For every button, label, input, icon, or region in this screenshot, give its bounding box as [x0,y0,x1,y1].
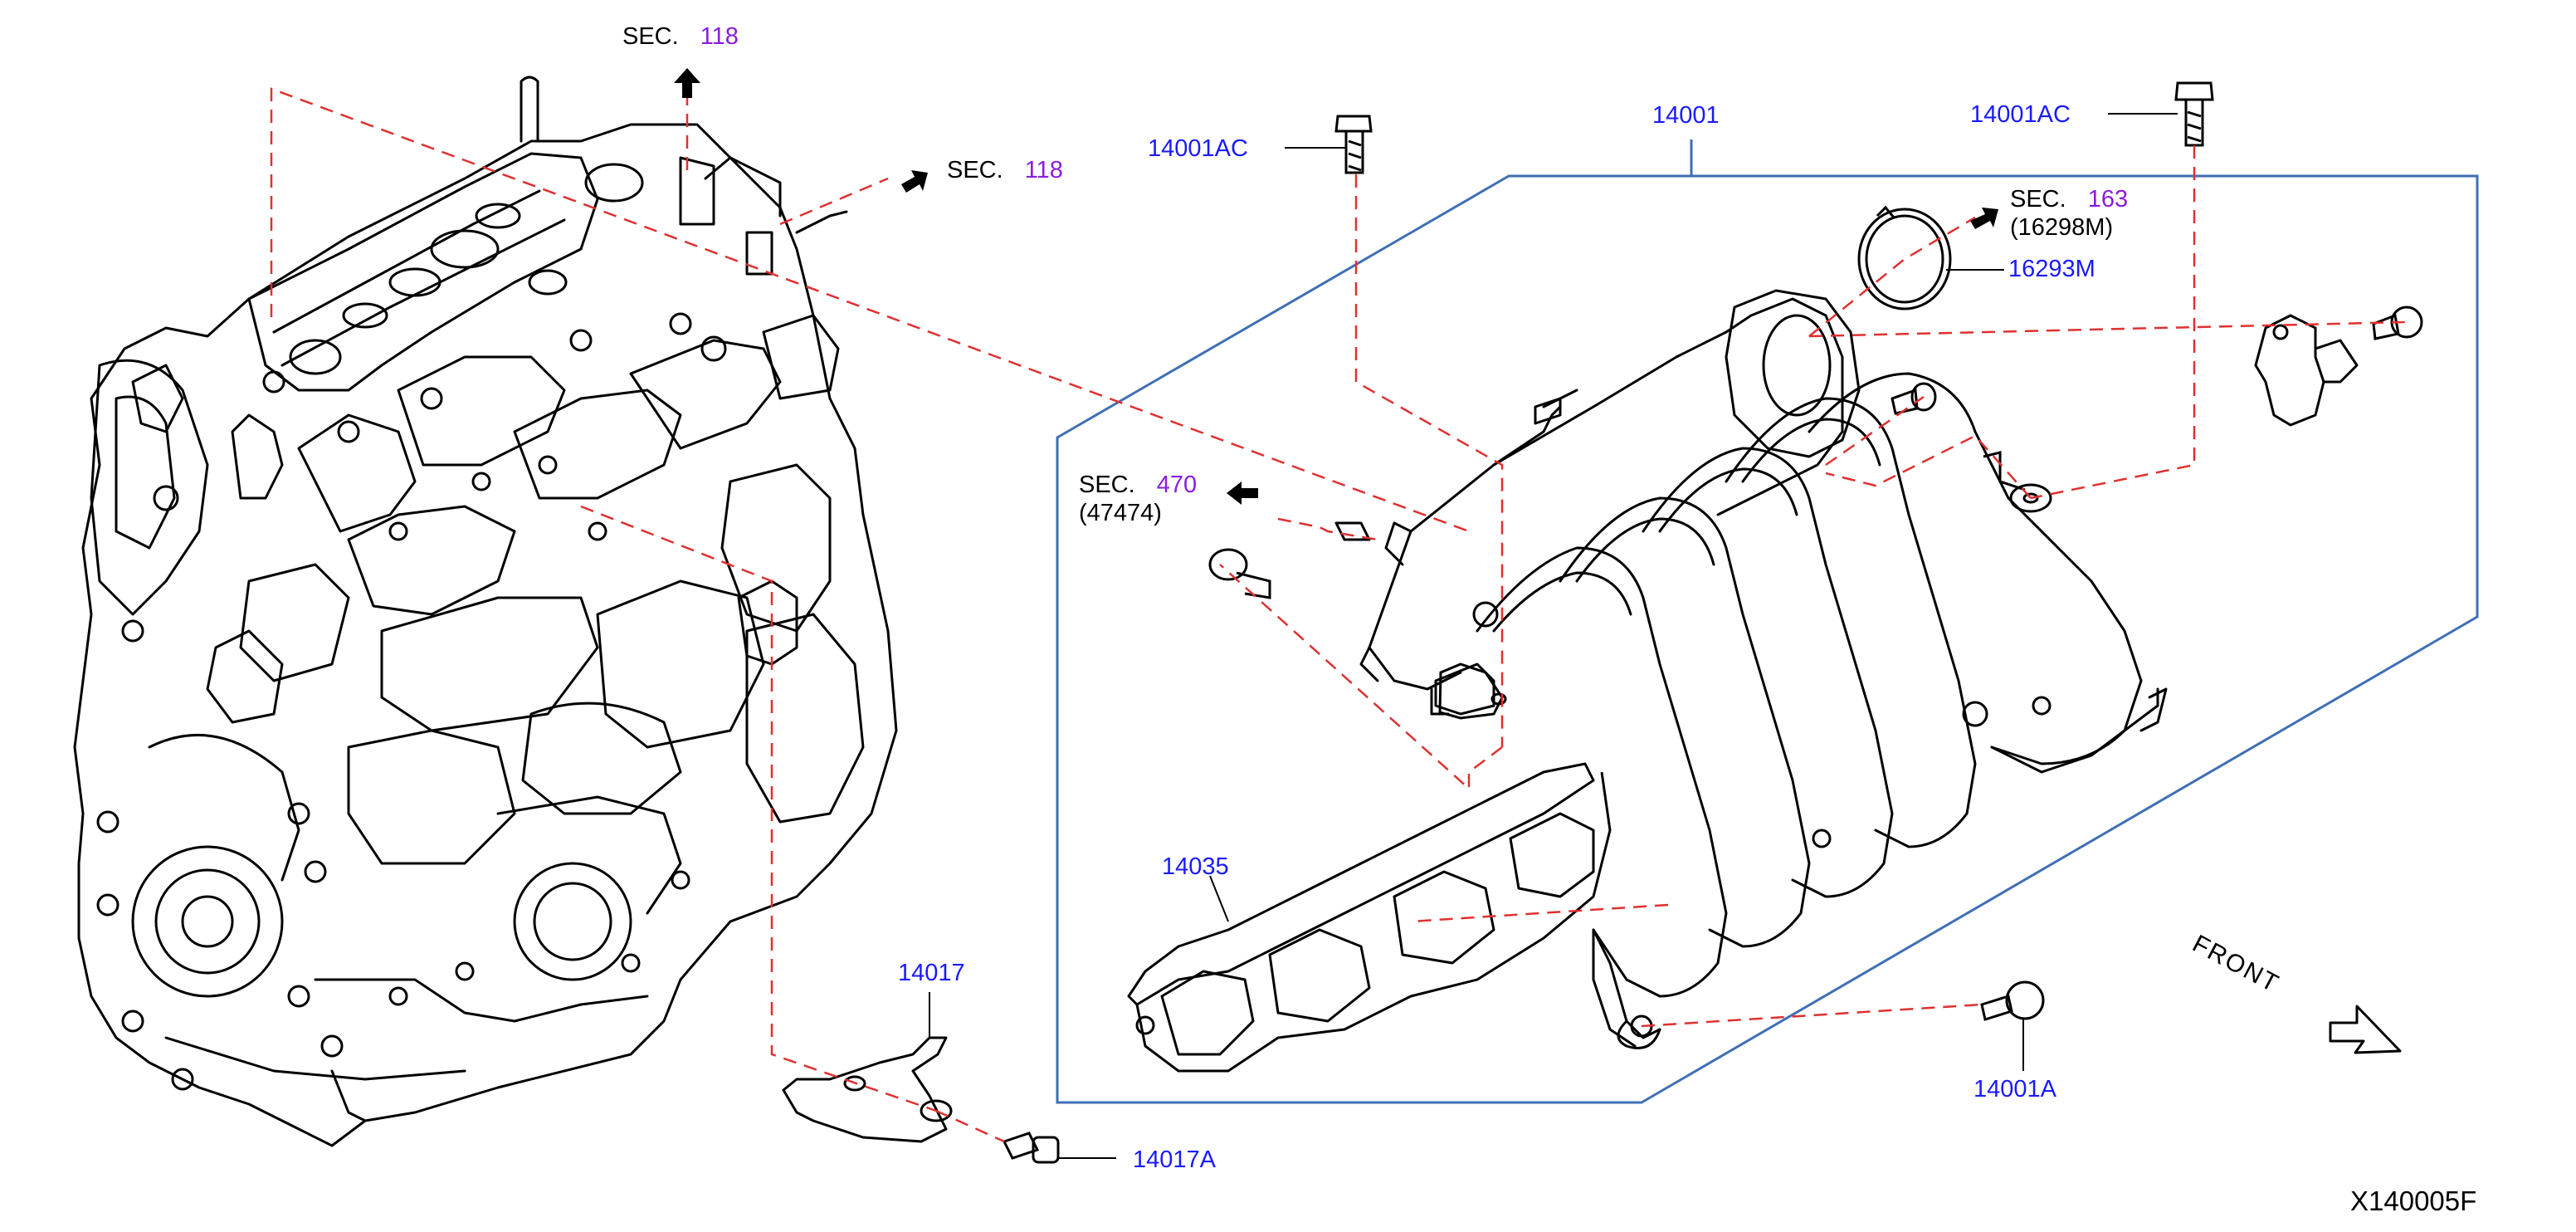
sec-prefix: SEC. [2010,186,2066,213]
sec-118-top[interactable]: SEC. 118 [622,25,739,49]
bolt-throttle[interactable] [1891,382,1937,415]
sec-prefix: SEC. [947,157,1003,183]
sec-number: 470 [1156,472,1198,498]
part-label-14001AC-right[interactable]: 14001AC [1970,101,2071,128]
diagram-reference-id: X140005F [2350,1186,2477,1216]
sec163-arrow-icon [1970,208,1998,229]
sec118-right-arrow-icon [901,170,928,193]
sec-118-right[interactable]: SEC. 118 [947,159,1063,183]
assembly-frame [1056,174,2479,1104]
sec470-arrow-icon [1227,482,1258,505]
sec-163[interactable]: SEC. 163 [2010,188,2128,212]
bolt-14001AC-left[interactable] [1334,115,1373,174]
manifold-gasket-drawing [1127,762,1612,1073]
part-label-14001[interactable]: 14001 [1652,102,1720,129]
sec-prefix: SEC. [622,23,679,50]
sec-prefix: SEC. [1079,472,1135,498]
bolt-14001AC-right[interactable] [2174,81,2214,147]
sec118-top-arrow-icon [674,68,700,98]
bracket-small-drawing [1438,662,1507,720]
bolt-left-small[interactable] [1208,548,1271,599]
intake-manifold-drawing [1334,289,2168,1049]
ground-bracket-drawing [1983,451,2052,513]
label-leader-lines [929,113,2178,1159]
part-label-14001AC-left[interactable]: 14001AC [1148,135,1248,162]
sec-number: 118 [700,23,739,50]
sensor-drawing [2254,314,2359,427]
part-label-14017A[interactable]: 14017A [1133,1146,1216,1173]
sec-number: 118 [1024,157,1063,183]
sec-163-sub: (16298M) [2010,214,2114,241]
part-label-14017[interactable]: 14017 [898,960,965,986]
bolt-14001A[interactable] [1980,980,2045,1021]
sec-470[interactable]: SEC. 470 [1079,473,1197,497]
part-label-14035[interactable]: 14035 [1162,853,1229,880]
part-label-14001A[interactable]: 14001A [1973,1076,2056,1102]
sec-number: 163 [2087,186,2129,213]
bolt-14017A[interactable] [1002,1132,1060,1164]
engine-assembly-drawing [73,76,898,1147]
bracket-14017-drawing [782,1036,953,1143]
sec-470-sub: (47474) [1079,500,1162,526]
o-ring-16293M[interactable] [1857,205,1952,310]
dashed-leader-lines [270,66,2408,1143]
front-direction-arrow-icon [2329,1005,2402,1054]
part-label-16293M[interactable]: 16293M [2008,256,2095,282]
